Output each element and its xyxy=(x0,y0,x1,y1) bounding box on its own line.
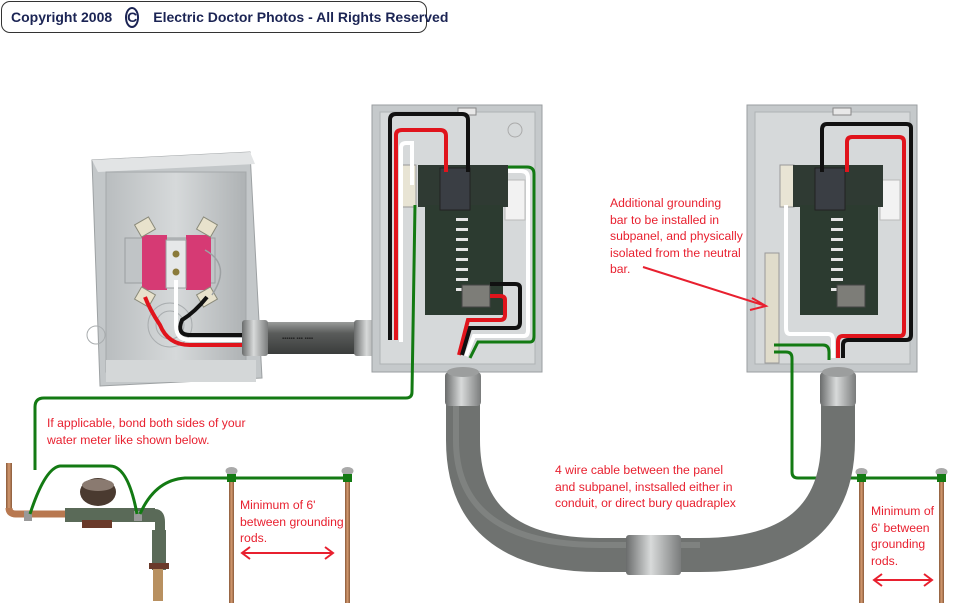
feeder-coupler-sub xyxy=(820,372,856,406)
note-water-meter-bond: If applicable, bond both sides of your w… xyxy=(47,415,246,448)
copyright-icon: C xyxy=(125,6,140,28)
note-line: 4 wire cable between the panel xyxy=(555,463,724,477)
annotation-arrows xyxy=(240,266,934,587)
ground-rod xyxy=(225,467,238,603)
note-subpanel-ground-bar: Additional grounding bar to be installed… xyxy=(610,195,743,278)
note-line: bar. xyxy=(610,262,631,276)
note-line: 6' between xyxy=(871,520,930,535)
note-line: rods. xyxy=(871,553,899,568)
note-line: bar to be installed in xyxy=(610,212,720,227)
arrow-to-ground-bar xyxy=(642,266,769,311)
note-rod-spacing-sub: Minimum of 6' between grounding rods. xyxy=(871,503,934,569)
svg-text:▪▪▪▪▪▪ ▪▪▪ ▪▪▪▪: ▪▪▪▪▪▪ ▪▪▪ ▪▪▪▪ xyxy=(282,336,313,342)
note-line: and subpanel, instsalled either in xyxy=(555,479,733,494)
copyright-banner: Copyright 2008 C Electric Doctor Photos … xyxy=(1,1,448,33)
note-rod-spacing-main: Minimum of 6' between grounding rods. xyxy=(240,497,344,547)
subpanel-ground-bar xyxy=(764,252,780,364)
ground-rods xyxy=(225,467,948,603)
copyright-owner: Electric Doctor Photos - All Rights Rese… xyxy=(153,9,449,25)
ground-rod xyxy=(341,467,354,603)
note-line: Additional grounding xyxy=(610,196,722,210)
conduit-coupling xyxy=(626,535,681,575)
note-line: Minimum of 6' xyxy=(240,498,316,512)
water-meter xyxy=(5,463,350,601)
note-line: isolated from the neutral xyxy=(610,245,741,260)
note-line: Minimum of xyxy=(871,504,934,518)
note-line: rods. xyxy=(240,531,268,545)
note-line: water meter like shown below. xyxy=(47,432,210,447)
arrow-rod-spacing-main xyxy=(240,546,335,560)
subpanel xyxy=(746,104,945,480)
feeder-coupler-main xyxy=(445,372,481,406)
note-line: If applicable, bond both sides of your xyxy=(47,416,246,430)
meter-socket xyxy=(86,151,263,387)
note-line: between grounding xyxy=(240,514,344,529)
note-line: subpanel, and physically xyxy=(610,229,743,243)
arrow-rod-spacing-sub xyxy=(872,573,934,587)
note-feeder-cable: 4 wire cable between the panel and subpa… xyxy=(555,462,736,512)
feeder-conduit xyxy=(445,367,856,575)
service-conduit: ▪▪▪▪▪▪ ▪▪▪ ▪▪▪▪ xyxy=(242,320,382,356)
main-panel xyxy=(33,104,543,470)
ground-rod xyxy=(935,468,948,603)
copyright-year: Copyright 2008 xyxy=(11,9,113,25)
ground-rod xyxy=(855,468,868,603)
note-line: conduit, or direct bury quadraplex xyxy=(555,496,736,510)
note-line: grounding xyxy=(871,537,926,551)
